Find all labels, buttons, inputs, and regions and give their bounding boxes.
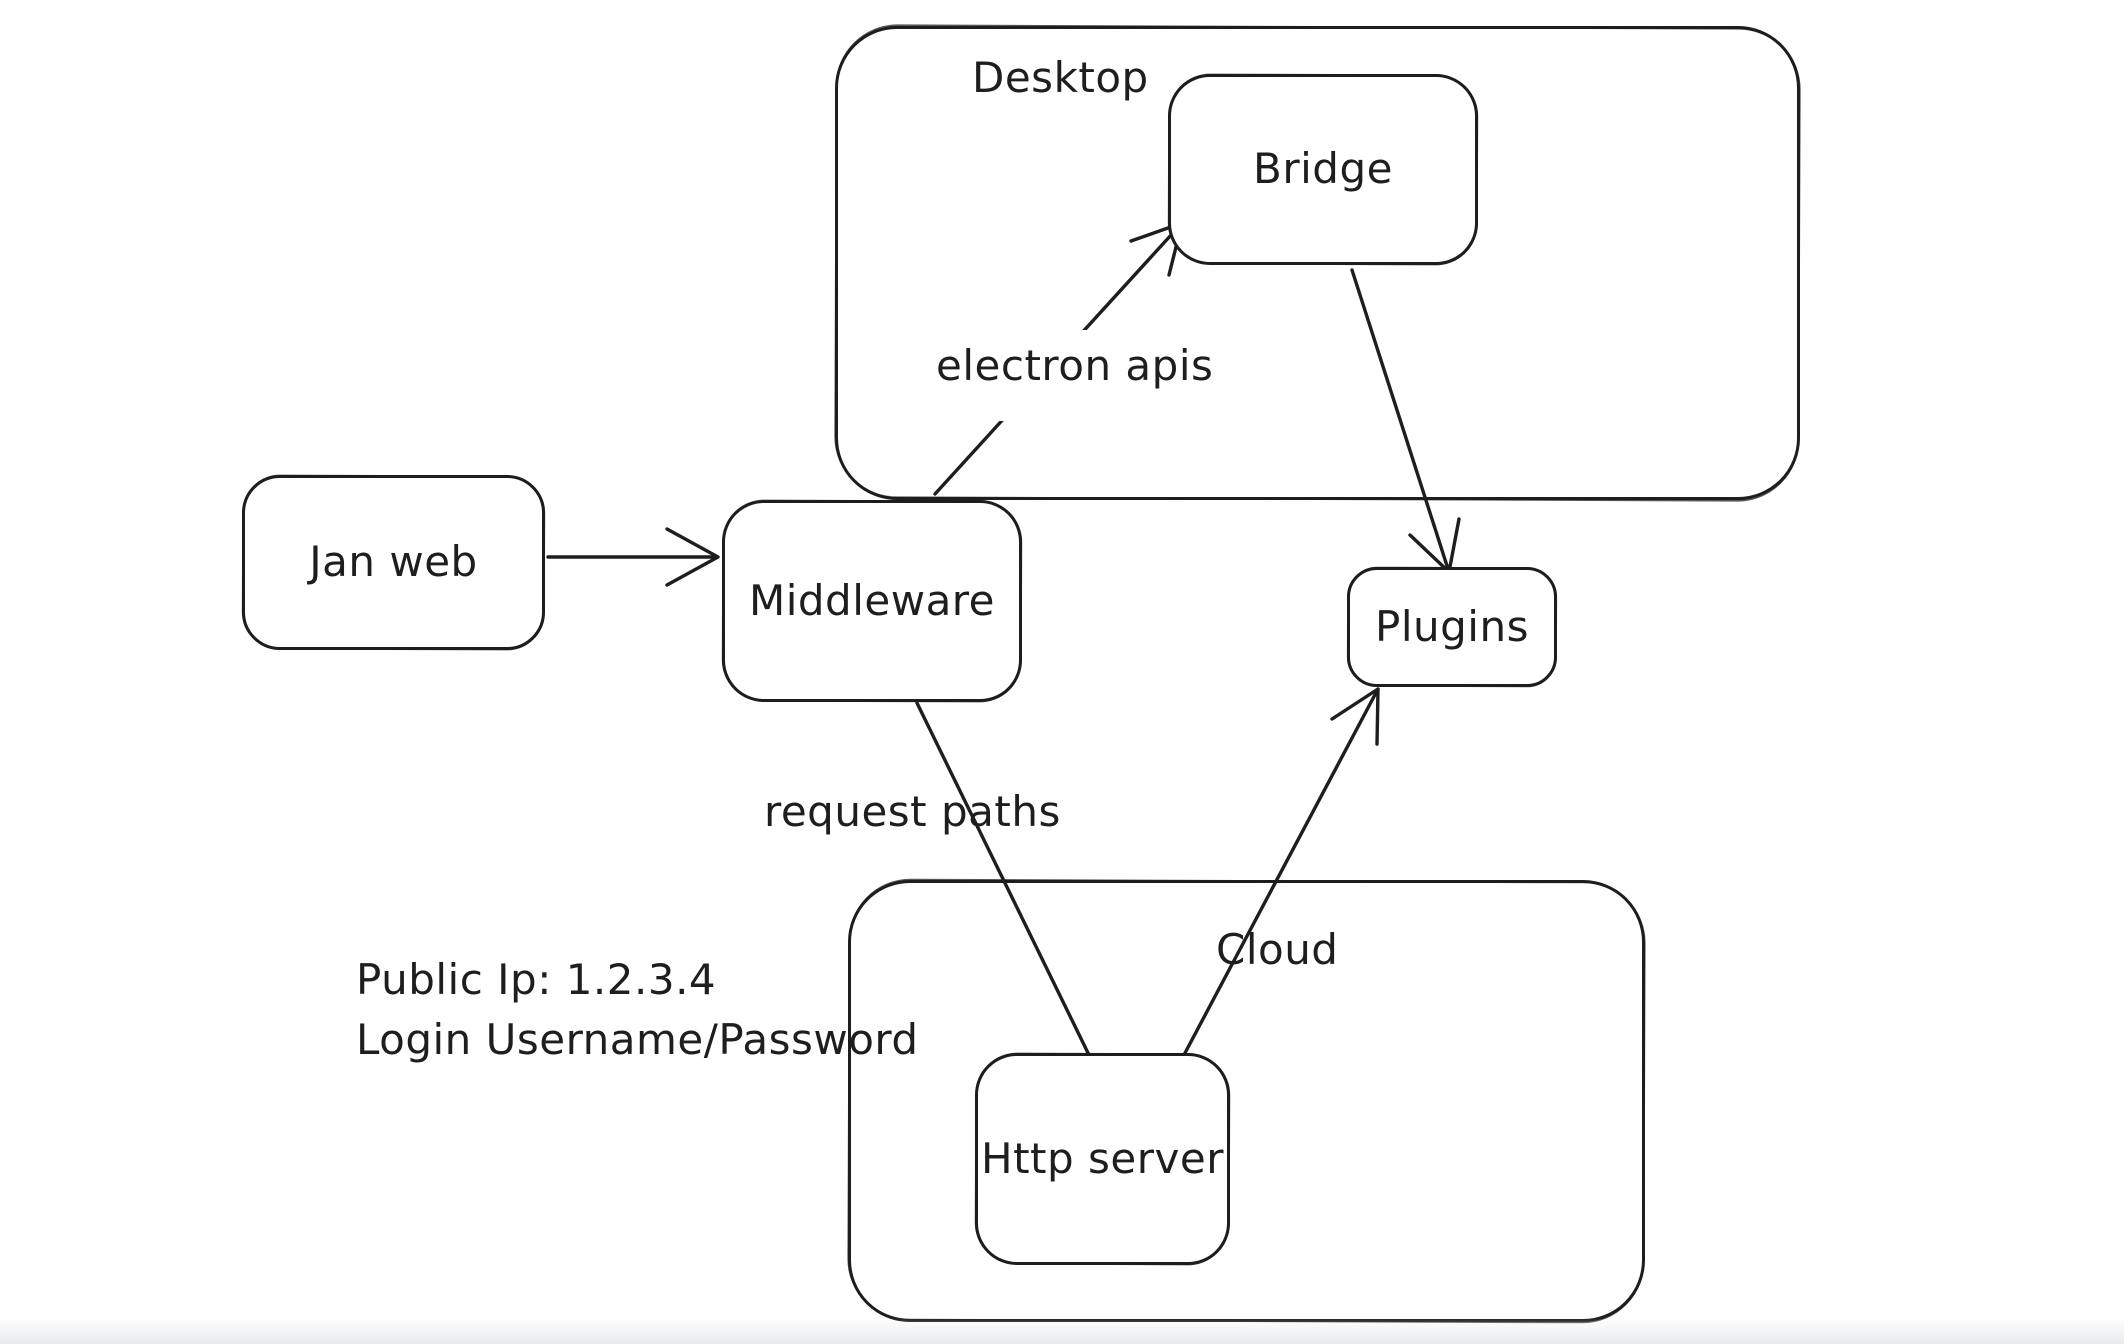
node-http-server[interactable]: Http server — [975, 1053, 1230, 1265]
jan-web-label: Jan web — [309, 537, 478, 587]
middleware-label: Middleware — [748, 575, 995, 625]
node-jan-web[interactable]: Jan web — [242, 475, 545, 650]
edge-middleware-httpserver[interactable] — [915, 701, 1092, 1059]
arrowhead-plugins-bottom — [1330, 687, 1380, 746]
node-middleware[interactable]: Middleware — [722, 500, 1022, 702]
desktop-container[interactable] — [835, 26, 1800, 500]
annotation-line-login: Login Username/Password — [356, 1015, 919, 1064]
annotation-text[interactable]: Public Ip: 1.2.3.4 Login Username/Passwo… — [356, 950, 919, 1070]
edge-httpserver-plugins[interactable] — [1183, 687, 1380, 1055]
node-plugins[interactable]: Plugins — [1347, 567, 1557, 687]
cloud-container-label[interactable]: Cloud — [1216, 925, 1339, 974]
desktop-container-label[interactable]: Desktop — [972, 53, 1149, 102]
annotation-line-public-ip: Public Ip: 1.2.3.4 — [356, 955, 717, 1004]
bridge-label: Bridge — [1253, 144, 1393, 194]
node-bridge[interactable]: Bridge — [1168, 74, 1478, 265]
arrowhead-middleware — [665, 527, 720, 587]
edge-label-electron-apis[interactable]: electron apis — [926, 330, 1228, 421]
edge-bridge-plugins[interactable] — [1350, 268, 1451, 574]
http-server-label: Http server — [981, 1133, 1224, 1183]
plugins-label: Plugins — [1375, 601, 1529, 651]
edge-label-request-paths[interactable]: request paths — [764, 787, 1061, 836]
